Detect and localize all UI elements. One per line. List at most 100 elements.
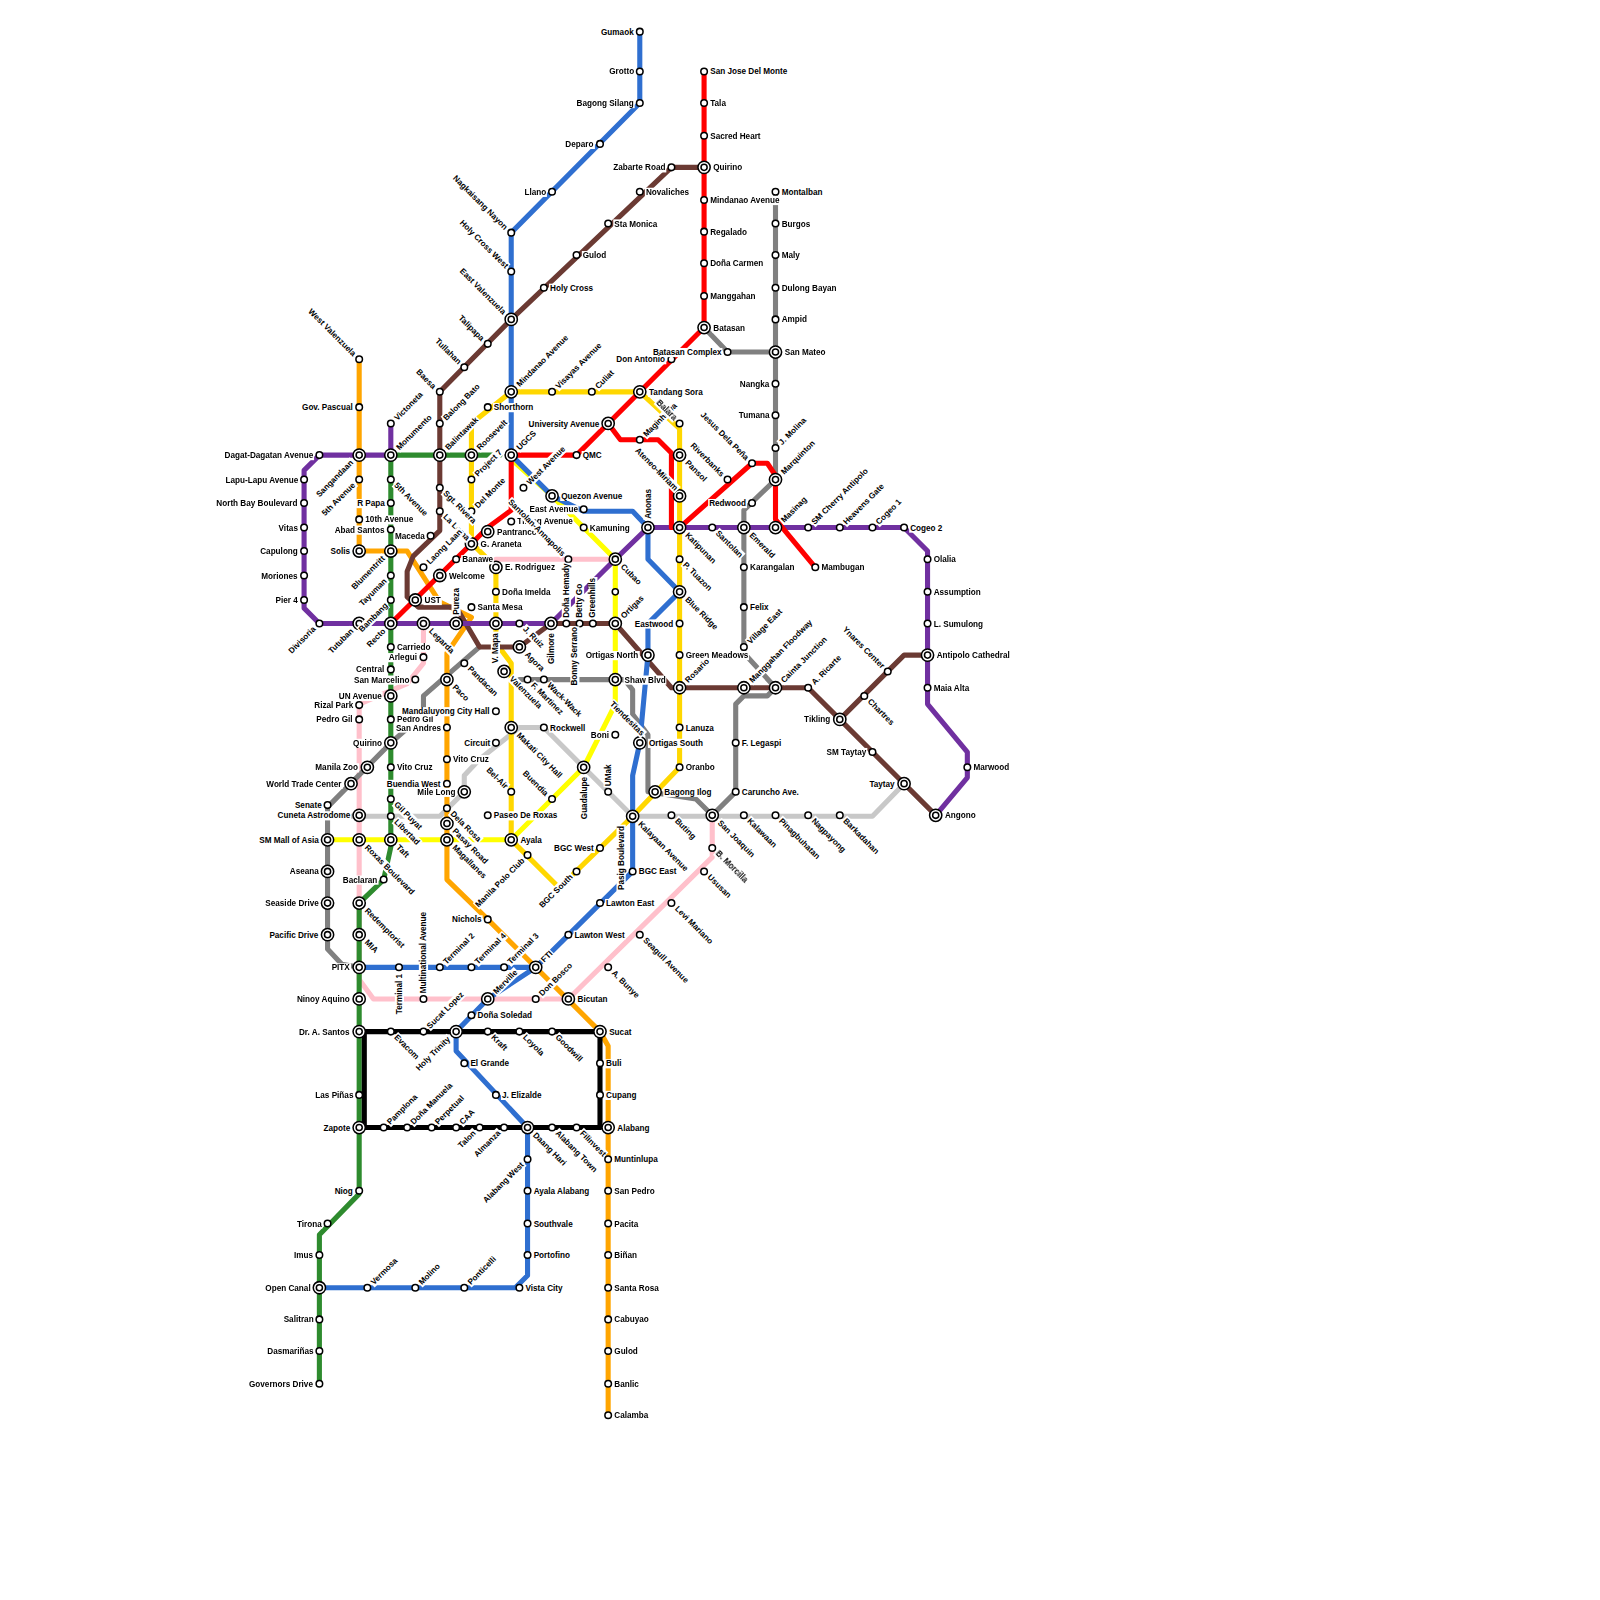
station-marker	[388, 452, 394, 458]
station-marker	[597, 845, 604, 852]
station-label: Doña Hemady	[562, 562, 571, 618]
station-marker	[741, 644, 748, 651]
station-marker	[356, 516, 363, 523]
station-marker	[524, 1252, 531, 1259]
station-label: Novaliches	[645, 187, 690, 196]
station-marker	[356, 1029, 362, 1035]
station-label: Santa Rosa	[613, 1283, 660, 1292]
station-label: Doña Soledad	[477, 1011, 533, 1020]
station-marker	[645, 524, 651, 530]
station-marker	[476, 1124, 483, 1131]
station-label: Pureza	[452, 586, 461, 615]
station-label: Mindanao Avenue	[709, 195, 780, 204]
station-label: Tirona	[296, 1219, 323, 1228]
station-marker	[396, 964, 403, 971]
station-label: Agora	[522, 649, 547, 674]
station-marker	[453, 556, 460, 563]
station-label: Buting	[672, 816, 698, 842]
station-marker	[668, 900, 675, 907]
station-label: BGC South	[537, 872, 576, 911]
station-label: Quezon Avenue	[560, 491, 623, 500]
station-marker	[468, 476, 475, 483]
station-label: Legarda	[426, 626, 456, 656]
station-marker	[388, 420, 395, 427]
station-marker	[516, 1028, 523, 1035]
station-label: Rockwell	[549, 723, 586, 732]
station-marker	[444, 837, 450, 843]
station-label: Seaside Drive	[264, 898, 320, 907]
station-label: Levi Mariano	[672, 903, 715, 946]
station-label: Ayala	[519, 835, 543, 844]
station-marker	[772, 524, 778, 530]
station-label: Regalado	[709, 227, 748, 236]
station-marker	[356, 1188, 363, 1195]
station-label: Pasig Boulevard	[617, 824, 626, 890]
station-marker	[741, 604, 748, 611]
station-label: Terminal 4	[472, 931, 508, 967]
station-marker	[356, 1124, 362, 1130]
station-marker	[605, 1124, 611, 1130]
station-label: West Valenzuela	[306, 306, 359, 359]
station-marker	[437, 964, 444, 971]
station-marker	[549, 189, 556, 196]
station-marker	[516, 620, 523, 627]
station-marker	[485, 996, 491, 1002]
station-marker	[930, 809, 942, 821]
station-marker	[505, 449, 517, 461]
station-marker	[313, 1282, 325, 1294]
station-marker	[450, 1026, 462, 1038]
station-marker	[516, 644, 522, 650]
station-marker	[921, 649, 933, 661]
station-label: Zabarte Road	[612, 163, 666, 172]
station-marker	[698, 161, 710, 173]
station-marker	[444, 805, 451, 812]
station-marker	[301, 548, 308, 555]
station-marker	[508, 389, 514, 395]
station-label: Masinag	[778, 494, 809, 525]
station-marker	[673, 521, 685, 533]
station-marker	[493, 589, 500, 596]
station-marker	[524, 676, 531, 683]
station-marker	[612, 620, 618, 626]
station-marker	[356, 548, 362, 554]
station-marker	[493, 564, 499, 570]
station-marker	[316, 1348, 323, 1355]
station-label: Grotto	[608, 67, 635, 76]
station-marker	[749, 460, 756, 467]
station-marker	[364, 764, 370, 770]
station-label: Solis	[330, 546, 352, 555]
station-marker	[605, 1252, 612, 1259]
station-marker	[441, 834, 453, 846]
station-marker	[741, 564, 748, 571]
station-marker	[482, 993, 494, 1005]
station-marker	[364, 1284, 371, 1291]
station-marker	[412, 1284, 419, 1291]
station-label: Ortigas	[618, 593, 646, 621]
station-marker	[321, 834, 333, 846]
station-label: A. Bunye	[609, 968, 642, 1001]
station-marker	[676, 652, 683, 659]
station-label: San Pedro	[613, 1186, 655, 1195]
station-marker	[597, 1060, 604, 1067]
station-label: Bel-Air	[484, 765, 511, 792]
station-marker	[409, 594, 421, 606]
station-marker	[732, 740, 739, 747]
station-marker	[563, 620, 570, 627]
station-marker	[605, 1412, 612, 1419]
station-label: San Marcelino	[353, 675, 410, 684]
station-marker	[637, 389, 643, 395]
station-marker	[869, 524, 876, 531]
station-marker	[385, 617, 397, 629]
station-label: Portofino	[533, 1251, 571, 1260]
station-marker	[437, 572, 443, 578]
station-marker	[701, 68, 708, 75]
station-marker	[605, 1380, 612, 1387]
station-marker	[388, 597, 395, 604]
station-marker	[468, 604, 475, 611]
station-marker	[642, 649, 654, 661]
station-marker	[434, 569, 446, 581]
station-label: Tullahan	[433, 336, 464, 367]
station-label: SM Taytay	[826, 747, 868, 756]
station-label: Pacita	[613, 1219, 639, 1228]
station-marker	[356, 404, 363, 411]
